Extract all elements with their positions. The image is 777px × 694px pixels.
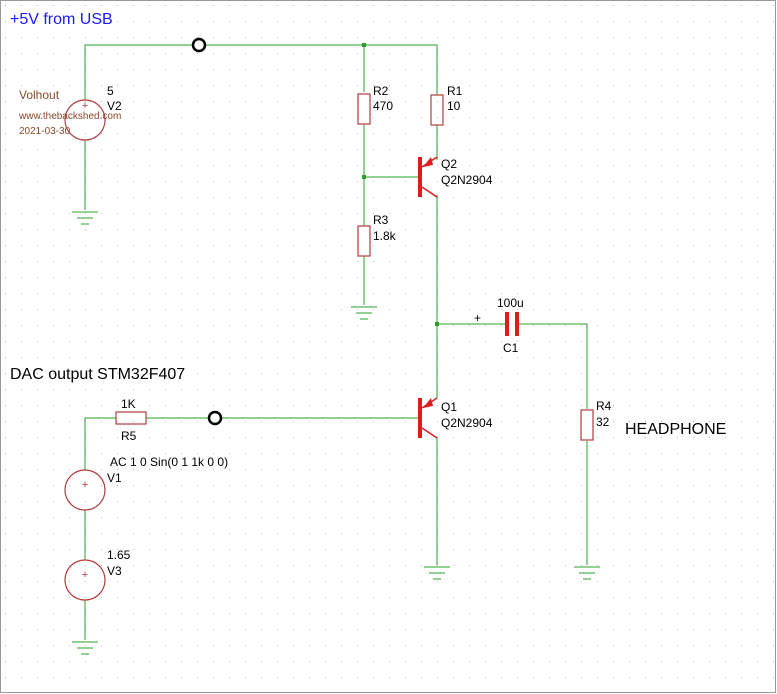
ground-v2-icon [72, 211, 98, 225]
r5-ref: R5 [121, 429, 137, 443]
capacitor-c1-symbol[interactable] [505, 312, 519, 336]
r3-ref: R3 [373, 213, 389, 227]
probe-point-supply[interactable] [191, 37, 207, 53]
transistor-q1-symbol[interactable] [418, 397, 438, 439]
source-v2-symbol[interactable]: + [64, 99, 106, 141]
c1-plate-right [515, 312, 519, 336]
author-name: Volhout [19, 88, 60, 102]
v2-circle [64, 99, 106, 141]
r1-ref: R1 [447, 84, 463, 98]
v3-value: 1.65 [107, 548, 131, 562]
q1-arrow-icon [423, 398, 433, 408]
v3-circle [64, 559, 106, 601]
q1-base-bar [418, 398, 422, 438]
headphone-label: HEADPHONE [625, 421, 726, 438]
supply-title: +5V from USB [10, 11, 113, 28]
author-site: www.thebackshed.com [18, 111, 121, 122]
c1-ref: C1 [503, 341, 519, 355]
probe-point-input[interactable] [207, 410, 223, 426]
r4-value: 32 [596, 415, 610, 429]
q2-arrow-icon [423, 157, 433, 167]
r2-value: 470 [373, 99, 393, 113]
r4-ref: R4 [596, 399, 612, 413]
v1-ref: V1 [107, 471, 122, 485]
supply-rail-wire [84, 44, 438, 100]
r2-ref: R2 [373, 84, 389, 98]
junctions [362, 43, 439, 326]
v1-r5-wire [84, 417, 116, 470]
resistor-r2-symbol[interactable] [357, 93, 371, 125]
v1-value: AC 1 0 Sin(0 1 1k 0 0) [110, 455, 228, 469]
q2-base-bar [418, 157, 422, 197]
c1-plate-left [505, 312, 509, 336]
q2-ref: Q2 [441, 157, 457, 171]
author-date: 2021-03-30 [19, 126, 71, 137]
ground-q1-icon [424, 566, 450, 580]
q1-collector-lead [421, 427, 438, 439]
source-v1-symbol[interactable]: + [64, 469, 106, 511]
transistor-q2-symbol[interactable] [418, 156, 438, 198]
c1-polarity: + [474, 311, 481, 325]
v1-circle [64, 469, 106, 511]
r5-value: 1K [121, 397, 136, 411]
q2-collector-lead [421, 186, 438, 198]
resistor-r3-symbol[interactable] [357, 225, 371, 257]
r1-value: 10 [447, 99, 461, 113]
plus-icon: + [82, 100, 88, 112]
resistor-r1-symbol[interactable] [430, 94, 444, 126]
r3-value: 1.8k [373, 229, 397, 243]
junction-dot [435, 322, 439, 326]
ground-r3-icon [351, 306, 377, 320]
junction-dot [362, 175, 366, 179]
source-v3-symbol[interactable]: + [64, 559, 106, 601]
resistor-r5-symbol[interactable] [115, 411, 147, 425]
v3-ref: V3 [107, 564, 122, 578]
c1-value: 100u [497, 296, 524, 310]
ground-r4-icon [574, 566, 600, 580]
v2-value: 5 [107, 84, 114, 98]
junction-dot [362, 43, 366, 47]
ground-v3-icon [72, 641, 98, 655]
q2-model: Q2N2904 [441, 173, 493, 187]
resistor-r4-symbol[interactable] [580, 409, 594, 441]
c1-right-wire [519, 323, 588, 409]
plus-icon: + [82, 479, 88, 491]
v2-ref: V2 [107, 99, 122, 113]
q1-ref: Q1 [441, 400, 457, 414]
plus-icon: + [82, 569, 88, 581]
dac-title: DAC output STM32F407 [10, 366, 185, 383]
q1-model: Q2N2904 [441, 416, 493, 430]
